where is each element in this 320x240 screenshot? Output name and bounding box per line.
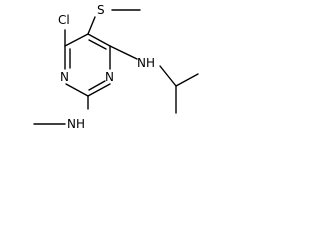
bond-c5-s [87,16,96,35]
atom-label-methylamine-nh: NH [67,117,85,131]
atom-label-chlorine: Cl [58,13,70,27]
atom-label-ring-nitrogen-right: N [105,70,114,84]
atom-label-amine-nh: NH [137,56,155,70]
bond-c2-n1 [65,83,89,97]
bond-c4-nh [109,45,138,60]
bond-n3-c2-inner [88,80,106,91]
bond-nh-ch [159,65,177,87]
bond-c5-c4 [87,33,111,47]
bond-ch-ch3-right [175,73,199,87]
molecule-structure: Cl S N N NH NH [33,3,199,131]
atom-label-ring-nitrogen-left: N [60,70,69,84]
atom-label-sulfur: S [97,3,105,17]
bond-n3-c2 [87,83,111,97]
bond-c5-c4-inner [88,39,107,50]
bond-c6-c5 [64,33,89,47]
